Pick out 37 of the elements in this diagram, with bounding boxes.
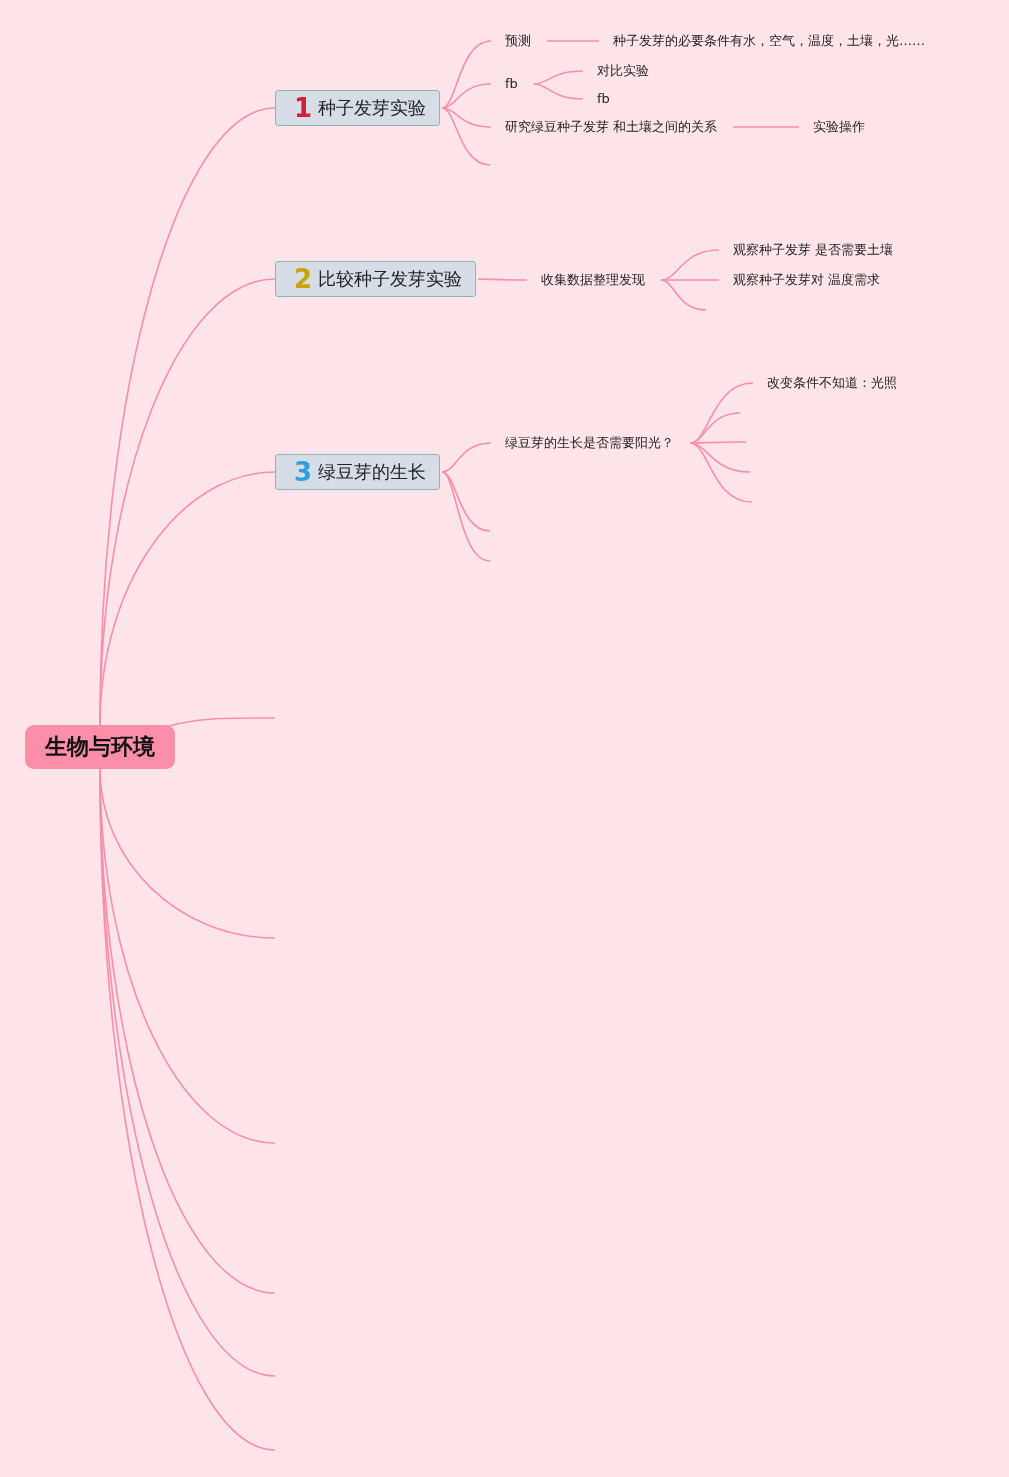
branch-line bbox=[660, 279, 720, 281]
branch-line bbox=[546, 40, 600, 42]
topic-box bbox=[275, 454, 440, 490]
branch-line bbox=[689, 441, 747, 444]
branch-line bbox=[441, 107, 491, 166]
branch-line bbox=[441, 40, 492, 109]
branch-line bbox=[477, 278, 528, 281]
topic-number: 2 bbox=[294, 264, 313, 294]
topic-number: 1 bbox=[294, 93, 313, 123]
branch-text: 收集数据整理发现 bbox=[527, 270, 659, 290]
branch-text: 观察种子发芽对 温度需求 bbox=[719, 270, 895, 290]
branch-text: 绿豆芽的生长是否需要阳光？ bbox=[491, 433, 688, 453]
branch-text: 预测 bbox=[491, 31, 545, 51]
branch-text: fb bbox=[583, 89, 624, 109]
topic-title: 绿豆芽的生长 bbox=[318, 460, 427, 484]
branch-line bbox=[168, 717, 276, 727]
branch-line bbox=[689, 442, 753, 503]
topic-box bbox=[275, 90, 440, 126]
branch-line bbox=[660, 279, 707, 311]
branch-text: 观察种子发芽 是否需要土壤 bbox=[719, 240, 908, 260]
topic-box bbox=[275, 261, 476, 297]
branch-line bbox=[533, 83, 584, 100]
branch-text: 研究绿豆种子发芽 和土壤之间的关系 bbox=[491, 117, 732, 137]
branch-line bbox=[99, 471, 276, 726]
topic-title: 种子发芽实验 bbox=[318, 96, 427, 120]
central-topic: 生物与环境 bbox=[25, 725, 175, 769]
branch-text: fb bbox=[491, 74, 532, 94]
branch-text: 改变条件不知道：光照 bbox=[753, 373, 911, 393]
branch-text: 对比实验 bbox=[583, 61, 663, 81]
branch-line bbox=[732, 126, 800, 128]
branch-line bbox=[441, 471, 491, 532]
branch-text: 种子发芽的必要条件有水，空气，温度，土壤，光…… bbox=[599, 31, 939, 51]
branch-line bbox=[441, 471, 491, 562]
topic-number: 3 bbox=[294, 457, 313, 487]
branch-line bbox=[441, 442, 492, 473]
topic-title: 比较种子发芽实验 bbox=[318, 267, 463, 291]
branch-text: 实验操作 bbox=[799, 117, 879, 137]
